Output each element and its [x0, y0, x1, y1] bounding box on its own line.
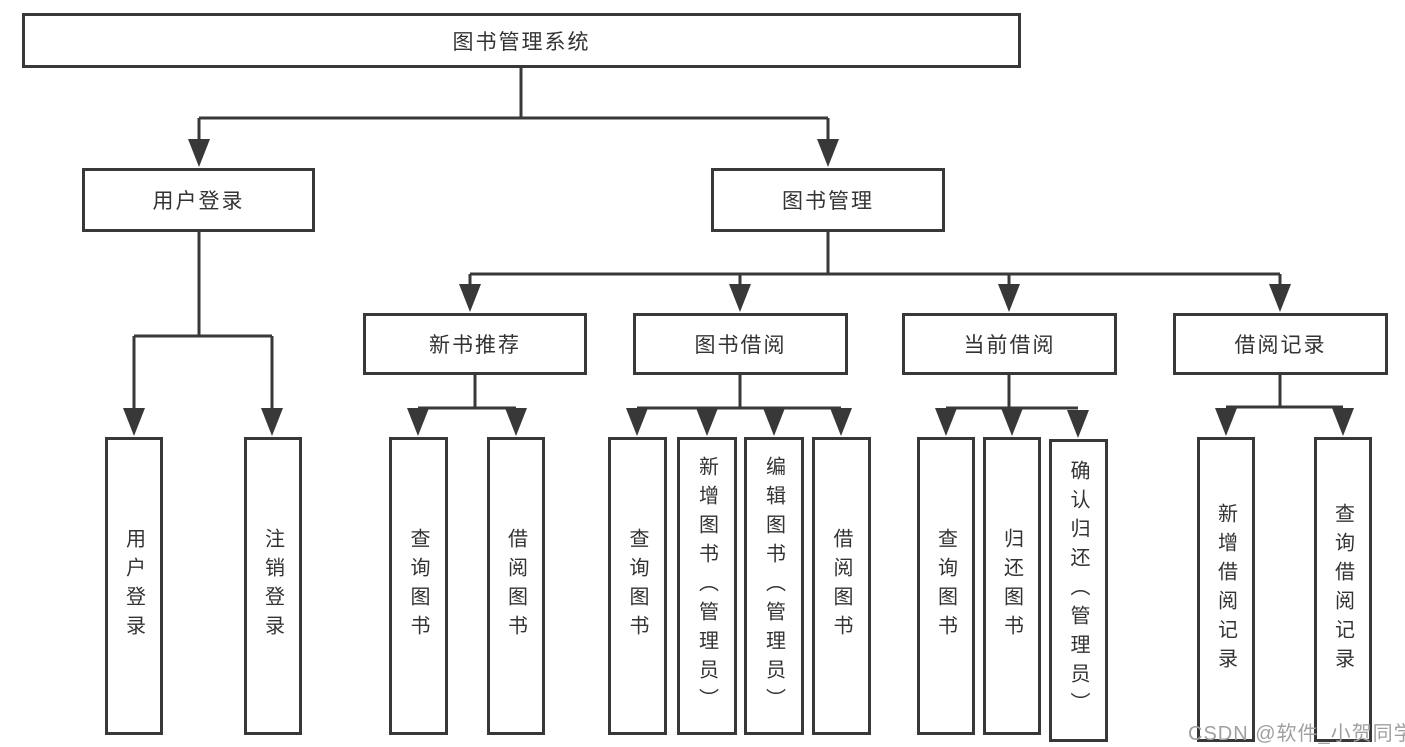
node-new-book-recommend-label: 新书推荐	[429, 334, 521, 357]
node-leaf-return-books: 归还图书	[983, 437, 1041, 735]
node-leaf-edit-books-admin-label: 编辑图书（管理员）	[762, 455, 785, 717]
node-leaf-user-login: 用户登录	[105, 437, 163, 735]
node-user-login-label: 用户登录	[152, 190, 245, 213]
node-book-borrowing-label: 图书借阅	[694, 334, 787, 357]
node-borrowing-records-label: 借阅记录	[1234, 334, 1327, 357]
node-leaf-confirm-return-admin-label: 确认归还（管理员）	[1067, 460, 1089, 721]
node-book-borrowing: 图书借阅	[633, 313, 848, 375]
node-leaf-query-books-borrowing: 查询图书	[608, 437, 667, 735]
node-leaf-query-books-current: 查询图书	[917, 437, 975, 735]
node-leaf-query-books-current-label: 查询图书	[934, 528, 957, 644]
node-library-system: 图书管理系统	[22, 13, 1021, 68]
node-book-management: 图书管理	[711, 168, 945, 232]
node-leaf-edit-books-admin: 编辑图书（管理员）	[744, 437, 804, 735]
node-leaf-borrow-books-recommend: 借阅图书	[487, 437, 545, 735]
node-leaf-return-books-label: 归还图书	[1000, 528, 1023, 644]
node-leaf-query-books-borrowing-label: 查询图书	[626, 528, 648, 644]
node-leaf-query-borrow-record-label: 查询借阅记录	[1331, 502, 1354, 677]
node-leaf-confirm-return-admin: 确认归还（管理员）	[1049, 439, 1108, 742]
node-borrowing-records: 借阅记录	[1173, 313, 1388, 375]
node-current-borrowing-label: 当前借阅	[963, 334, 1056, 357]
node-leaf-borrow-books: 借阅图书	[812, 437, 871, 735]
node-current-borrowing: 当前借阅	[902, 313, 1117, 375]
watermark: CSDN @软件_小贺同学	[1188, 723, 1405, 745]
node-leaf-query-books-recommend: 查询图书	[389, 437, 448, 735]
node-leaf-query-borrow-record: 查询借阅记录	[1314, 437, 1372, 742]
node-leaf-user-login-label: 用户登录	[122, 528, 145, 644]
node-user-login: 用户登录	[82, 168, 315, 232]
node-book-management-label: 图书管理	[782, 190, 874, 213]
node-leaf-query-books-recommend-label: 查询图书	[407, 528, 429, 644]
node-leaf-borrow-books-label: 借阅图书	[830, 528, 852, 644]
node-leaf-add-borrow-record-label: 新增借阅记录	[1214, 502, 1237, 677]
node-leaf-add-books-admin: 新增图书（管理员）	[677, 437, 737, 735]
node-leaf-logout: 注销登录	[244, 437, 302, 735]
node-leaf-borrow-books-recommend-label: 借阅图书	[504, 528, 527, 644]
node-leaf-add-borrow-record: 新增借阅记录	[1197, 437, 1255, 742]
node-leaf-add-books-admin-label: 新增图书（管理员）	[695, 455, 718, 717]
node-new-book-recommend: 新书推荐	[363, 313, 587, 375]
node-library-system-label: 图书管理系统	[452, 30, 591, 54]
node-leaf-logout-label: 注销登录	[261, 528, 284, 644]
